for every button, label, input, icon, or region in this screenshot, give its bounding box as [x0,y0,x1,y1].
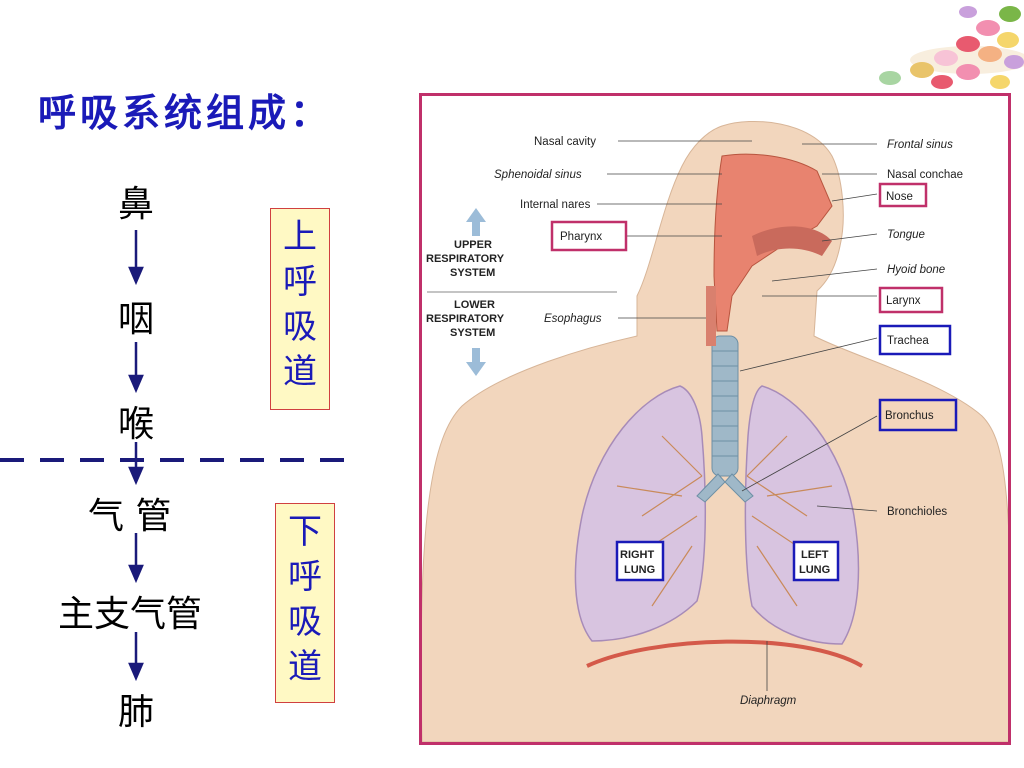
label-hyoid-bone: Hyoid bone [887,264,945,276]
box-right-lung [615,540,665,582]
label-diaphragm: Diaphragm [740,695,797,707]
label-upper-system-3: SYSTEM [450,267,495,279]
respiratory-diagram: Nasal cavity Sphenoidal sinus Internal n… [419,93,1011,745]
box-left-lung [792,540,840,582]
lower-respiratory-label: 下呼吸道 [275,503,335,703]
box-bronchus [878,398,958,432]
label-bronchus: Bronchus [885,410,934,422]
diaphragm-shape [586,639,864,668]
box-pharynx [550,220,628,252]
label-lower-system-3: SYSTEM [450,327,495,339]
label-upper-system-1: UPPER [454,239,492,251]
label-right-lung-1: RIGHT [620,549,655,561]
organ-main-bronchus: 主支气管 [58,594,203,635]
page-title: 呼吸系统组成： [38,90,333,135]
label-frontal-sinus: Frontal sinus [887,139,953,151]
label-pharynx: Pharynx [560,231,602,243]
label-left-lung-2: LUNG [799,564,830,576]
label-internal-nares: Internal nares [520,199,591,211]
label-tongue: Tongue [887,229,925,241]
label-lower-system-1: LOWER [454,299,495,311]
esophagus-shape [706,286,716,346]
box-trachea [878,324,952,356]
label-right-lung-2: LUNG [624,564,655,576]
organ-nose: 鼻 [118,184,155,225]
organ-larynx: 喉 [118,404,155,445]
label-larynx: Larynx [886,295,921,307]
label-nose: Nose [886,191,913,203]
box-nose [878,182,928,208]
organ-lungs: 肺 [118,692,155,733]
upper-label-text: 上呼吸道 [283,217,317,392]
candy-decoration [879,6,1024,89]
label-left-lung-1: LEFT [801,549,829,561]
box-larynx [878,286,944,314]
label-sphenoidal-sinus: Sphenoidal sinus [494,169,582,181]
anatomy-illustration: Nasal cavity Sphenoidal sinus Internal n… [422,121,1008,742]
organ-trachea: 气 管 [88,496,172,537]
trachea-shape [711,335,739,477]
label-lower-system-2: RESPIRATORY [426,313,505,325]
tongue-shape [752,226,832,256]
label-upper-system-2: RESPIRATORY [426,253,505,265]
label-bronchioles: Bronchioles [887,506,947,518]
organ-pharynx: 咽 [118,299,155,340]
lower-label-text: 下呼吸道 [288,512,322,687]
label-esophagus: Esophagus [544,313,602,325]
label-nasal-cavity: Nasal cavity [534,136,596,148]
label-nasal-conchae: Nasal conchae [887,169,963,181]
right-lung-shape [574,385,707,642]
label-trachea: Trachea [887,335,929,347]
flow-arrows [0,230,345,682]
upper-respiratory-label: 上呼吸道 [270,208,330,410]
